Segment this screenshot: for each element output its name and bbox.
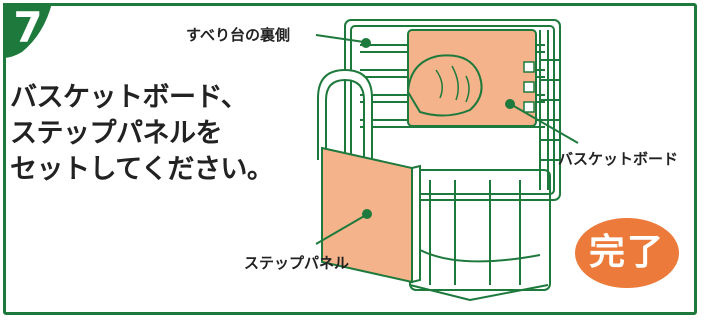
instruction-line-3: セットしてください。: [10, 154, 274, 185]
done-label: 完了: [588, 232, 665, 273]
board-slot: [523, 61, 535, 73]
label-slide-back: すべり台の裏側: [186, 26, 290, 44]
instruction-text: バスケットボード、 ステップパネルを セットしてください。: [10, 80, 274, 188]
done-badge-shape: [575, 218, 679, 288]
leader-dot-slide-back: [361, 38, 371, 48]
label-step-panel: ステップパネル: [244, 254, 350, 272]
step-badge-shape: [3, 3, 52, 58]
leader-dot-step-panel: [362, 209, 372, 219]
leader-dot-basketball-board: [505, 99, 515, 109]
slide-back-frame-inner: [350, 25, 555, 195]
done-badge: 完了: [574, 217, 680, 289]
board-slot: [523, 81, 535, 93]
leader-slide-back: [315, 34, 365, 43]
leader-step-panel: [315, 214, 367, 245]
step-badge: 7: [0, 0, 58, 60]
board-slot: [523, 101, 535, 113]
instruction-line-2: ステップパネルを: [10, 118, 223, 149]
slide-back-frame: [344, 19, 561, 201]
instruction-line-1: バスケットボード、: [10, 82, 248, 113]
hand-shape: [406, 54, 483, 117]
label-basketball-board: バスケットボード: [558, 150, 679, 168]
step-number: 7: [13, 3, 43, 52]
leader-basketball-board: [511, 104, 579, 144]
